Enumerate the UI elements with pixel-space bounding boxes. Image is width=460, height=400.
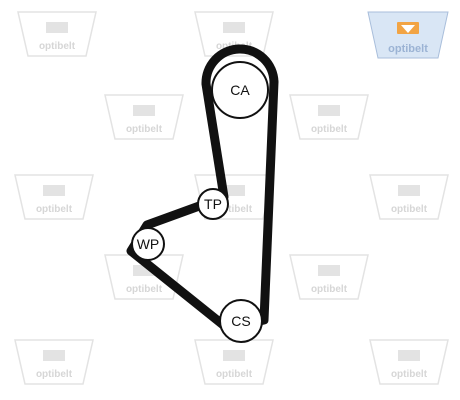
pulley-wp-label: WP (137, 236, 160, 252)
watermark-emblem-icon (223, 350, 245, 361)
pulley-wp: WP (131, 227, 165, 261)
watermark-emblem-icon (318, 265, 340, 276)
watermark-text: optibelt (36, 369, 73, 380)
optibelt-watermark: optibelt (104, 94, 184, 140)
watermark-emblem-icon (46, 22, 68, 33)
optibelt-logo: optibelt (367, 11, 449, 59)
watermark-text: optibelt (391, 369, 428, 380)
optibelt-watermark: optibelt (369, 339, 449, 385)
logo-text: optibelt (388, 43, 428, 55)
optibelt-watermark: optibelt (194, 339, 274, 385)
watermark-layer: optibelt optibelt optibelt optibelt optibelt… (14, 11, 449, 385)
pulley-ca-label: CA (230, 82, 250, 98)
watermark-text: optibelt (311, 124, 348, 135)
watermark-text: optibelt (216, 204, 253, 215)
watermark-emblem-icon (398, 350, 420, 361)
watermark-emblem-icon (133, 105, 155, 116)
watermark-text: optibelt (126, 124, 163, 135)
pulley-cs-label: CS (231, 313, 250, 329)
optibelt-watermark: optibelt (17, 11, 97, 57)
watermark-emblem-icon (43, 185, 65, 196)
optibelt-watermark: optibelt (289, 254, 369, 300)
watermark-text: optibelt (36, 204, 73, 215)
logo-emblem-icon (397, 22, 419, 34)
pulley-ca: CA (211, 61, 269, 119)
watermark-emblem-icon (43, 350, 65, 361)
watermark-text: optibelt (39, 41, 76, 52)
watermark-text: optibelt (126, 284, 163, 295)
watermark-emblem-icon (223, 185, 245, 196)
timing-belt-ca-wrap (201, 44, 279, 85)
pulley-tp-label: TP (204, 196, 222, 212)
watermark-emblem-icon (318, 105, 340, 116)
optibelt-watermark: optibelt (14, 339, 94, 385)
watermark-text: optibelt (311, 284, 348, 295)
optibelt-watermark: optibelt (289, 94, 369, 140)
watermark-text: optibelt (391, 204, 428, 215)
optibelt-watermark: optibelt (369, 174, 449, 220)
pulley-tp: TP (197, 188, 229, 220)
pulley-cs: CS (219, 299, 263, 343)
watermark-emblem-icon (398, 185, 420, 196)
watermark-emblem-icon (133, 265, 155, 276)
watermark-emblem-icon (223, 22, 245, 33)
optibelt-watermark: optibelt (14, 174, 94, 220)
watermark-text: optibelt (216, 369, 253, 380)
